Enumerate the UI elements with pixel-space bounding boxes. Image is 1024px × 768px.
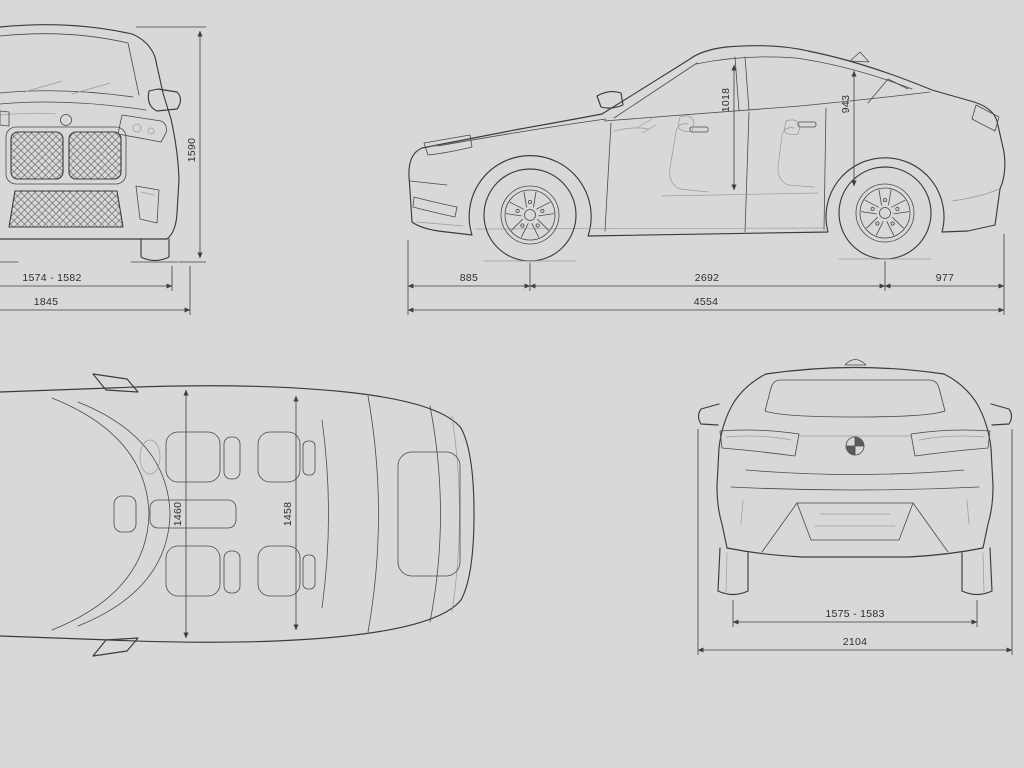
front-view: 1590 1574 - 1582 1845 [0, 24, 206, 315]
rear-door-handle [797, 121, 817, 128]
front-door-handle [689, 126, 709, 133]
rear-bumper-bottom [726, 547, 984, 558]
rear-wheel [838, 166, 932, 260]
top-body-outline [0, 385, 475, 643]
rear-car-drawing [697, 359, 1013, 596]
front-fascia-details [409, 118, 607, 227]
top-car-drawing [0, 373, 475, 657]
bumper-top-line [730, 486, 980, 491]
taillights [719, 429, 991, 457]
steering-wheel [139, 439, 161, 475]
glasshouse [603, 56, 931, 122]
rocker-line [475, 227, 825, 230]
front-dimensions: 1590 1574 - 1582 1845 [0, 26, 206, 315]
kidney-grille [5, 126, 127, 185]
bmw-roundel-rear [845, 436, 865, 456]
trunk-opening [397, 451, 461, 577]
side-mirror [596, 90, 624, 109]
front-interior-width-label: 1460 [172, 502, 184, 527]
rear-interior-height-label: 943 [840, 95, 852, 113]
rear-mirror-right [990, 403, 1013, 426]
front-wheel [483, 168, 577, 262]
dashboard-console [113, 495, 137, 533]
rear-details [849, 51, 1000, 202]
roof-rear-edge [367, 395, 379, 633]
height-dimension-label: 1590 [186, 138, 198, 163]
mirror-width-label: 2104 [843, 636, 868, 648]
center-console [149, 499, 237, 529]
rear-window [764, 379, 946, 418]
antenna-fin [844, 359, 867, 366]
rear-view: 1575 - 1583 2104 [697, 359, 1013, 655]
door-seams [604, 107, 827, 233]
rear-body-right [943, 373, 994, 549]
rear-body-left [716, 373, 767, 549]
bmw-roundel-front [60, 114, 72, 126]
front-right-wheel [140, 238, 170, 262]
wheelbase-label: 2692 [695, 272, 720, 284]
windshield-base [51, 397, 150, 631]
rear-interior-width-label: 1458 [282, 502, 294, 527]
top-mirror-left [92, 373, 139, 393]
hood-lines [0, 101, 147, 116]
front-car-drawing [0, 24, 182, 263]
rear-window-edge [429, 405, 441, 623]
side-body-outline [408, 45, 1006, 237]
rear-track-label: 1575 - 1583 [825, 608, 884, 620]
side-intake [135, 185, 160, 224]
trunk-edge [451, 415, 460, 613]
side-view: 885 2692 977 4554 1018 943 [407, 45, 1006, 315]
windshield-top [77, 401, 171, 627]
rear-roof [765, 366, 945, 375]
rear-mirror-left [697, 403, 720, 426]
top-dimensions: 1460 1458 [172, 389, 299, 639]
rear-overhang-label: 977 [936, 272, 954, 284]
side-car-drawing [408, 45, 1006, 262]
front-interior-height-label: 1018 [720, 88, 732, 113]
seats [165, 419, 329, 609]
wipers [23, 80, 111, 95]
windshield [0, 33, 140, 98]
lower-air-intake [8, 190, 124, 228]
overall-length-label: 4554 [694, 296, 719, 308]
rear-dimensions: 1575 - 1583 2104 [697, 429, 1013, 655]
top-mirror-right [92, 637, 139, 657]
right-headlight [117, 114, 167, 143]
right-mirror [147, 88, 182, 112]
tailgate-lower-edge [745, 469, 965, 475]
left-headlight [0, 110, 10, 127]
width-dimension-label: 1845 [34, 296, 59, 308]
side-dimensions: 885 2692 977 4554 1018 943 [407, 64, 1005, 315]
track-dimension-label: 1574 - 1582 [22, 272, 81, 284]
rear-wheels [717, 547, 993, 596]
rear-diffuser [740, 499, 970, 553]
front-overhang-label: 885 [460, 272, 478, 284]
top-view: 1460 1458 [0, 373, 475, 657]
front-body-outline [0, 24, 180, 240]
interior-sketch [613, 115, 819, 197]
